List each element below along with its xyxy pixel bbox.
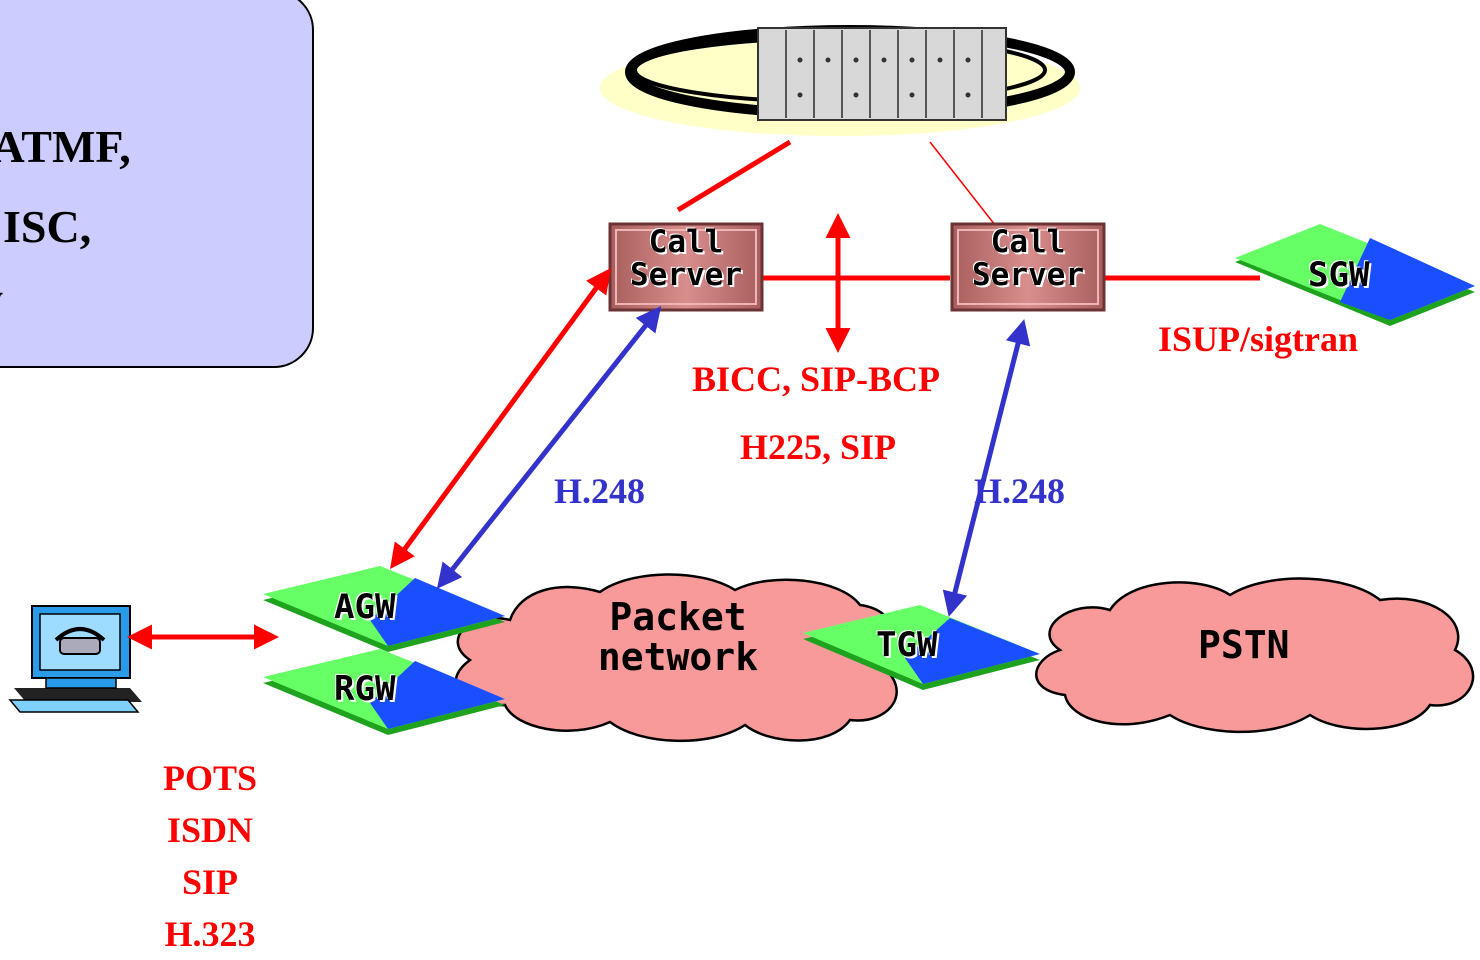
call-server-right (950, 222, 1106, 312)
access-isdn: ISDN (166, 810, 254, 850)
bicc-sip-bcp-label: BICC, SIP-BCP (692, 359, 941, 399)
rack-link-left (676, 139, 792, 213)
callout-line-1: ,ATMF, (0, 121, 131, 172)
packet-network-label: Packet network (597, 595, 759, 679)
rgw-label: RGW (334, 669, 396, 709)
callout-line-2: , ISC, (0, 201, 92, 252)
sgw-gateway (1235, 224, 1475, 326)
call-server-left (608, 222, 764, 312)
agw-callserver-h248-arrow (436, 306, 662, 589)
access-h323: H.323 (164, 914, 256, 954)
call-server-left-label: Call Server (630, 224, 742, 293)
h225-sip-label: H225, SIP (740, 427, 897, 467)
pstn-label: PSTN (1198, 623, 1290, 667)
server-rack-icon (600, 25, 1080, 136)
sgw-label: SGW (1308, 255, 1370, 295)
rgw-gateway (263, 649, 505, 735)
pstn-cloud (1035, 577, 1475, 734)
callout-line-3: y (0, 272, 3, 325)
callout-box: ,ATMF, , ISC, y (0, 0, 314, 368)
h248-right-label: H.248 (974, 471, 1066, 511)
rack-link-right (929, 141, 996, 226)
call-server-right-label: Call Server (972, 224, 1084, 293)
agw-label: AGW (334, 587, 396, 627)
tgw-callserver-h248-arrow (942, 319, 1031, 617)
access-protocols-list: POTS ISDN SIP H.323 (120, 752, 300, 960)
terminal-phone-icon (8, 605, 142, 713)
agw-callserver-red-arrow (390, 267, 611, 570)
access-sip: SIP (181, 862, 239, 902)
h248-left-label: H.248 (554, 471, 646, 511)
access-pots: POTS (162, 758, 258, 798)
isup-sigtran-label: ISUP/sigtran (1158, 319, 1359, 359)
agw-gateway (263, 566, 505, 652)
tgw-label: TGW (876, 625, 938, 665)
tgw-gateway (803, 605, 1040, 690)
